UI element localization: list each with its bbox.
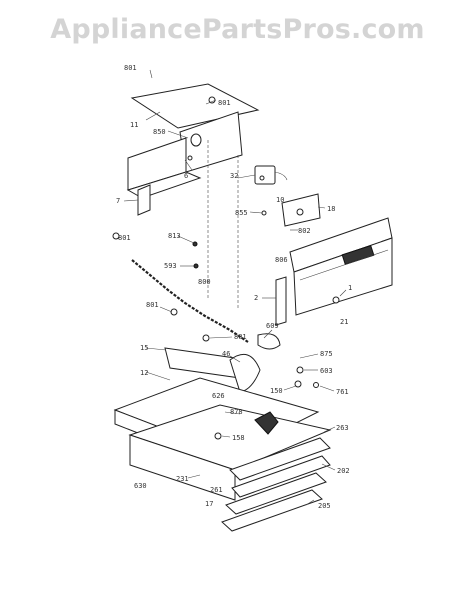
rail-205[interactable] xyxy=(221,489,323,532)
callout-7: 7 xyxy=(116,197,120,205)
screw-801d xyxy=(170,308,178,316)
callout-158: 158 xyxy=(232,434,245,442)
side-trim-strip[interactable] xyxy=(275,276,287,326)
door-glass-edge xyxy=(129,434,236,501)
callout-801: 801 xyxy=(124,64,137,72)
callout-806: 806 xyxy=(275,256,288,264)
callout-800: 800 xyxy=(198,278,211,286)
callout-801: 801 xyxy=(218,99,231,107)
left-mount-bracket[interactable] xyxy=(137,184,151,216)
screw-801c xyxy=(112,232,120,240)
callout-32: 32 xyxy=(230,172,238,180)
screw-32 xyxy=(259,175,265,181)
callout-202: 202 xyxy=(337,467,350,475)
screw-801b xyxy=(208,96,216,104)
wire-harness[interactable] xyxy=(131,259,249,343)
bracket-609[interactable] xyxy=(257,333,281,350)
callout-855: 855 xyxy=(235,209,248,217)
callout-10: 10 xyxy=(276,196,284,204)
bracket-hole xyxy=(190,133,202,147)
screw-855 xyxy=(261,210,267,216)
callout-603: 603 xyxy=(320,367,333,375)
callout-802: 802 xyxy=(298,227,311,235)
callout-761: 761 xyxy=(336,388,349,396)
callout-231: 231 xyxy=(176,475,189,483)
callout-12: 12 xyxy=(140,369,148,377)
callout-1: 1 xyxy=(348,284,352,292)
callout-2: 2 xyxy=(254,294,258,302)
watermark-logo: AppliancePartsPros.com xyxy=(50,14,425,45)
screw-801e xyxy=(202,334,210,342)
callout-205: 205 xyxy=(318,502,331,510)
rail-261[interactable] xyxy=(225,472,327,515)
screw-hole xyxy=(187,155,193,161)
screw-150 xyxy=(294,380,302,388)
callout-6: 6 xyxy=(184,172,188,180)
callout-150: 150 xyxy=(270,387,283,395)
callout-801: 801 xyxy=(146,301,159,309)
callout-17: 17 xyxy=(205,500,213,508)
callout-18: 18 xyxy=(327,205,335,213)
heat-shield[interactable] xyxy=(229,353,261,393)
callout-850: 850 xyxy=(153,128,166,136)
board-knob xyxy=(296,208,304,216)
rail-263[interactable] xyxy=(229,437,331,481)
callout-261: 261 xyxy=(210,486,223,494)
callout-878: 878 xyxy=(230,408,243,416)
callout-801: 801 xyxy=(234,333,247,341)
callout-46: 46 xyxy=(222,350,230,358)
callout-263: 263 xyxy=(336,424,349,432)
callout-813: 813 xyxy=(168,232,181,240)
switch-component[interactable] xyxy=(254,165,276,185)
callout-630: 630 xyxy=(134,482,147,490)
connector-593 xyxy=(193,263,199,269)
callout-11: 11 xyxy=(130,121,138,129)
callout-21: 21 xyxy=(340,318,348,326)
screw-761 xyxy=(313,382,319,388)
callout-801: 801 xyxy=(118,234,131,242)
screw-21 xyxy=(332,296,340,304)
callout-609: 609 xyxy=(266,322,279,330)
screw-603 xyxy=(296,366,304,374)
callout-593: 593 xyxy=(164,262,177,270)
callout-15: 15 xyxy=(140,344,148,352)
callout-875: 875 xyxy=(320,350,333,358)
screw-158 xyxy=(214,432,222,440)
callout-626: 626 xyxy=(212,392,225,400)
door-hinge[interactable] xyxy=(254,411,279,435)
rail-202[interactable] xyxy=(231,455,331,498)
